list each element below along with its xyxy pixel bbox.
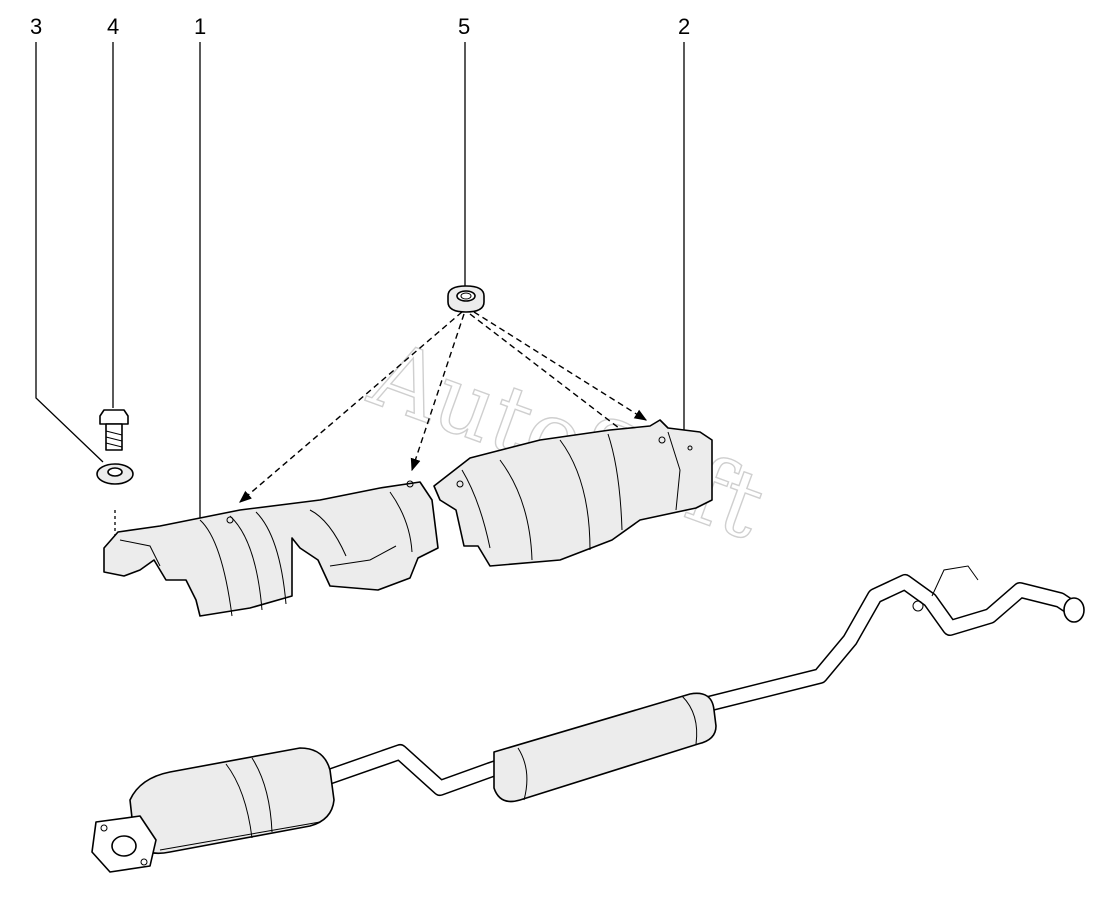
assembly-arrow-to-rear-shield-mid xyxy=(469,313,634,439)
nut-part-5 xyxy=(447,285,485,313)
assembly-arrow-to-rear-shield-right xyxy=(473,311,648,421)
exhaust-system xyxy=(91,565,1085,873)
callout-3: 3 xyxy=(30,14,42,39)
rear-heat-shield-part-2 xyxy=(433,419,713,567)
washer-part-3 xyxy=(96,463,134,485)
callout-2: 2 xyxy=(678,14,690,39)
bolt-part-4 xyxy=(99,409,129,451)
callout-4: 4 xyxy=(107,14,119,39)
assembly-arrow-to-front-shield-left xyxy=(239,311,463,503)
assembly-arrow-to-front-shield-right xyxy=(410,313,465,472)
callout-1: 1 xyxy=(194,14,206,39)
front-heat-shield-part-1 xyxy=(103,480,439,617)
tailpipe-end xyxy=(1063,597,1085,623)
center-muffler xyxy=(493,692,717,803)
callout-5: 5 xyxy=(458,14,470,39)
leader-line-3 xyxy=(35,42,104,463)
